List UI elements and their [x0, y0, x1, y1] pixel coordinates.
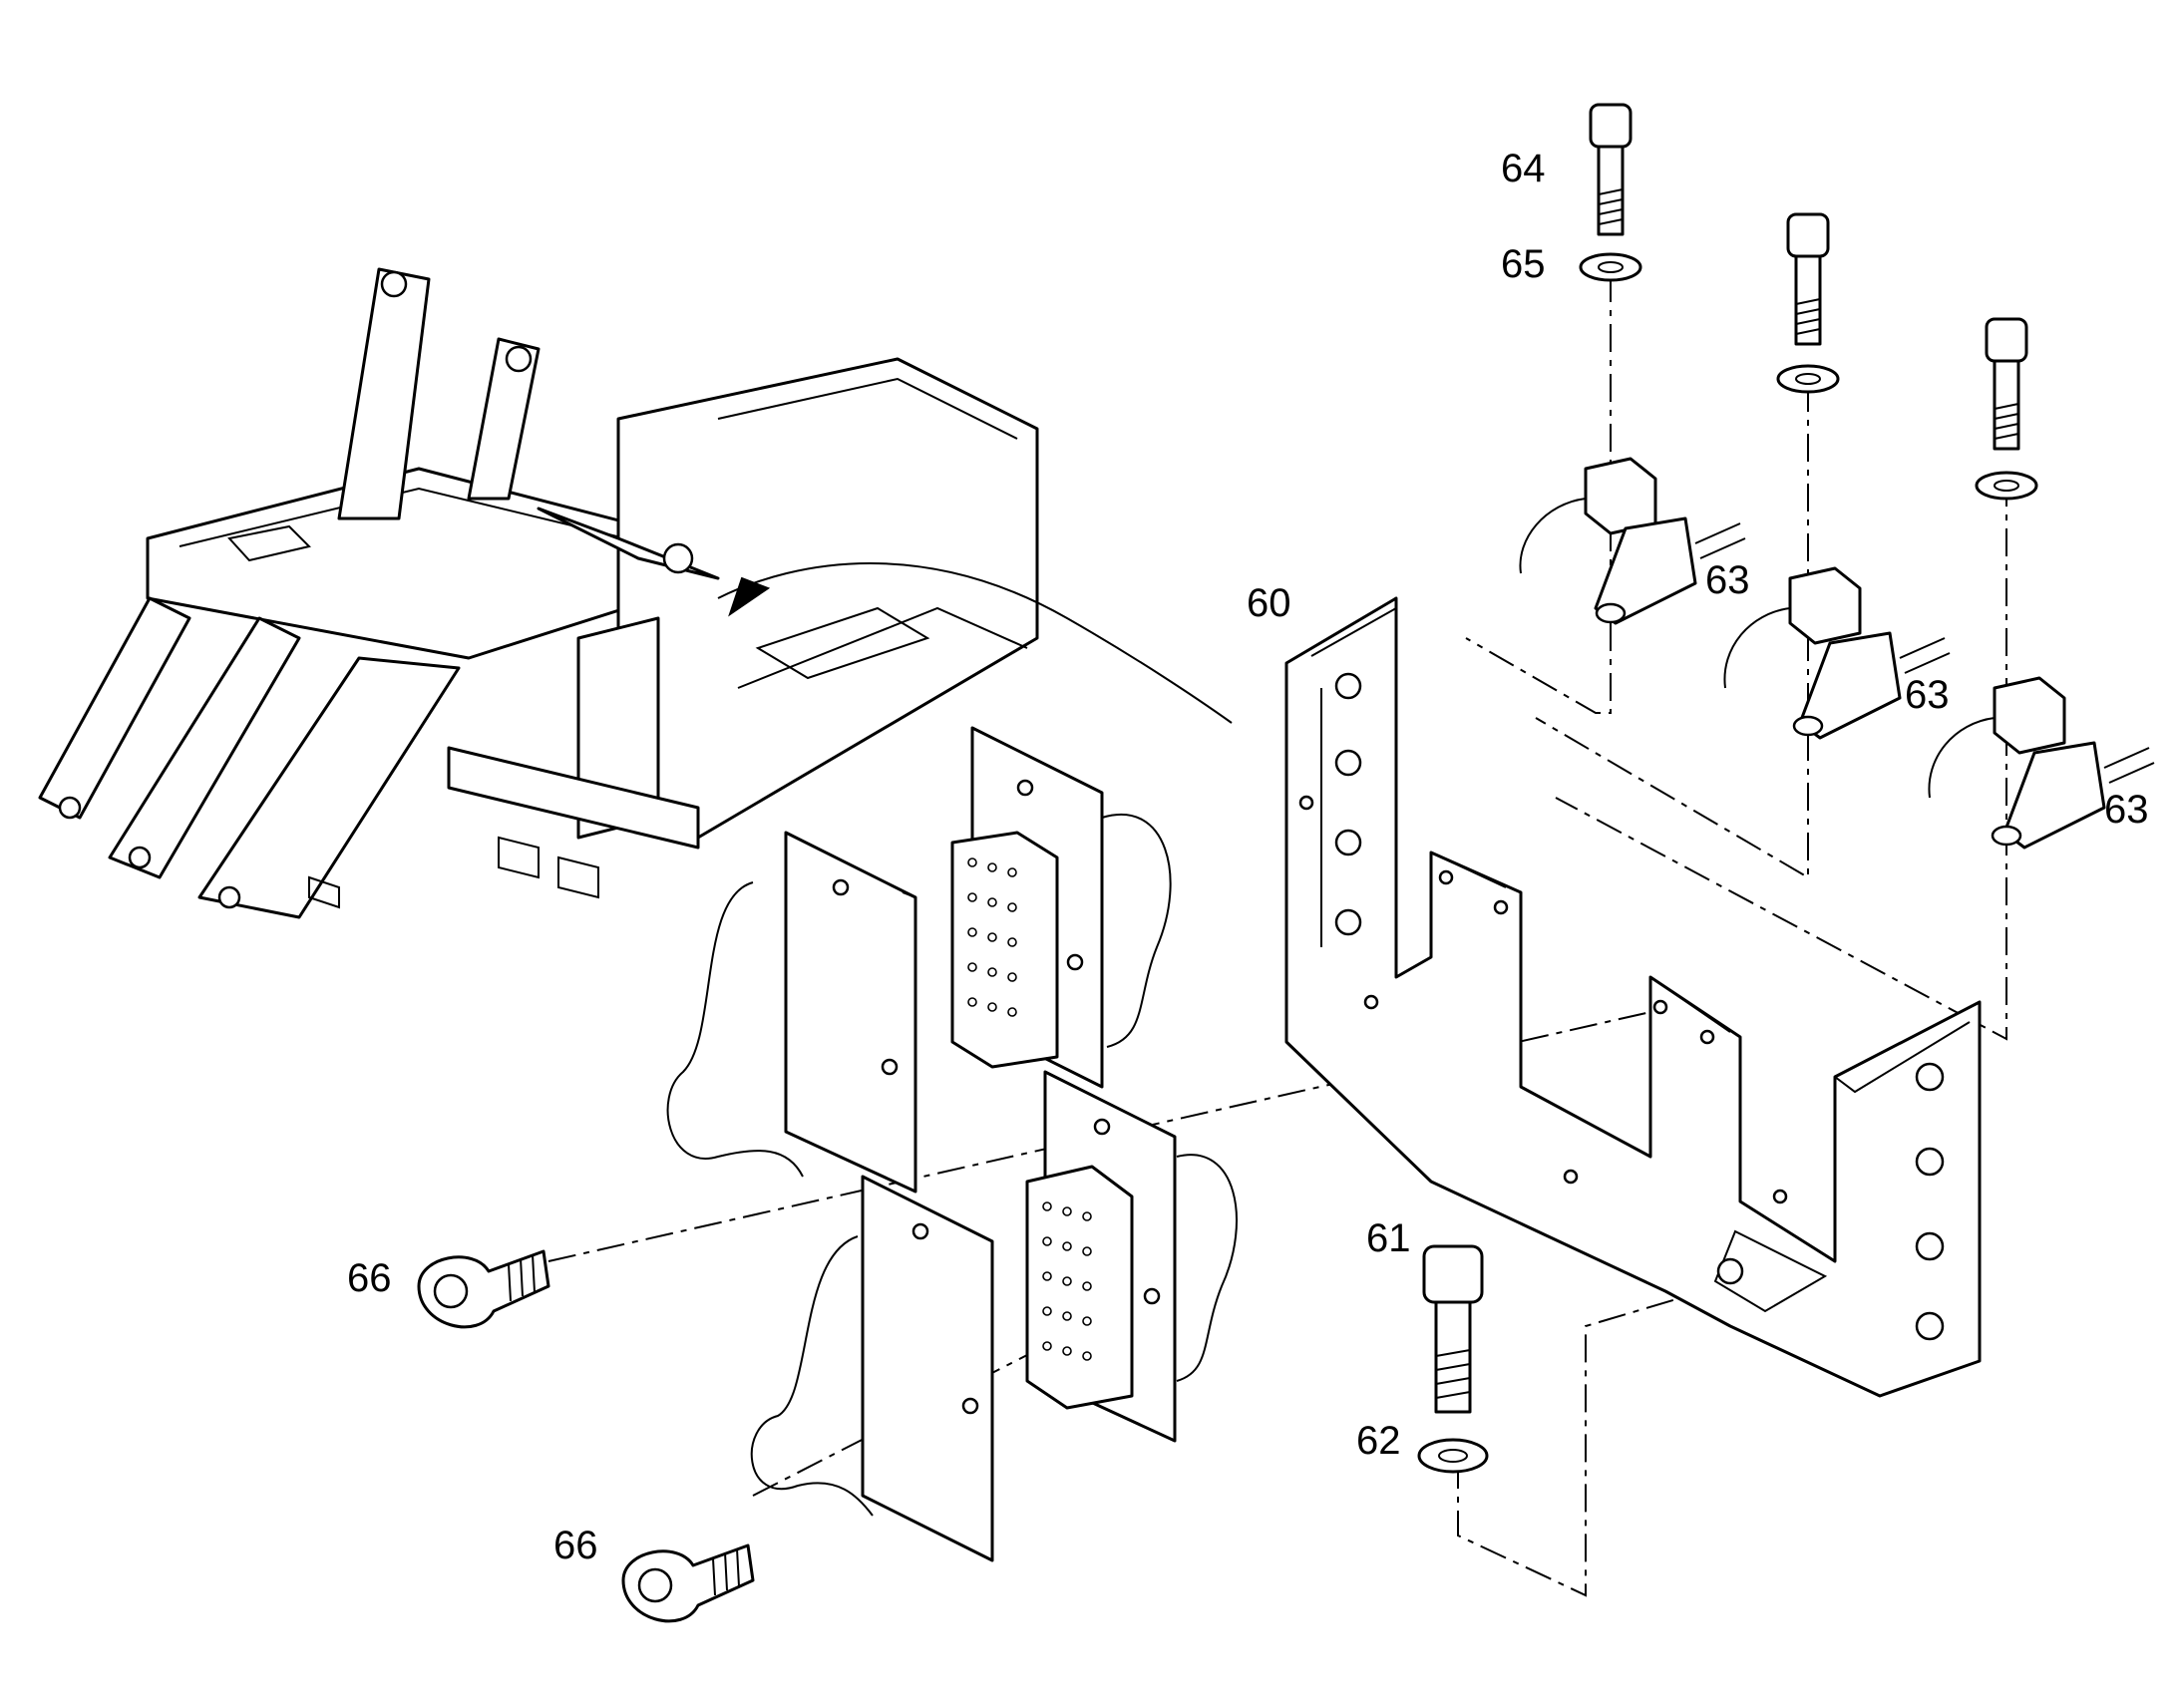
screw-66-upper	[417, 1249, 550, 1329]
callout-63-mid: 63	[1905, 673, 1950, 717]
connector-plate-lower-left	[750, 1175, 994, 1562]
washer-65	[1579, 252, 1642, 282]
sensor-connector-63-bottom	[1928, 676, 2155, 850]
connector-plate-lower-right	[1025, 1070, 1238, 1443]
sensor-connector-63-mid	[1723, 566, 1951, 740]
callout-66-lower: 66	[553, 1524, 598, 1567]
connector-pin-grid	[967, 857, 1092, 1361]
callout-65: 65	[1501, 242, 1546, 286]
callout-66-upper: 66	[347, 1256, 392, 1300]
callout-63-top: 63	[1705, 558, 1750, 602]
screw-right	[1975, 317, 2038, 501]
screw-mid	[1776, 212, 1840, 394]
arrow-icon	[728, 576, 771, 617]
callout-60: 60	[1247, 581, 1291, 625]
screw-66-lower	[621, 1543, 755, 1623]
bracket-60	[1284, 596, 1982, 1398]
callout-64: 64	[1501, 147, 1546, 190]
sensor-connector-63-top	[1519, 457, 1746, 625]
screw-61	[1422, 1244, 1484, 1414]
callout-labels: 60 61 62 63 63 63 64 65 66 66	[347, 147, 2149, 1567]
washer-62	[1417, 1438, 1489, 1474]
callout-61: 61	[1366, 1216, 1411, 1260]
screw-64	[1589, 103, 1633, 236]
machine-frame-assembly	[38, 267, 1233, 919]
callout-62: 62	[1356, 1419, 1401, 1463]
connector-plate-upper-left	[666, 831, 917, 1194]
connector-plate-upper-right	[950, 726, 1172, 1089]
callout-63-bottom: 63	[2104, 788, 2149, 832]
